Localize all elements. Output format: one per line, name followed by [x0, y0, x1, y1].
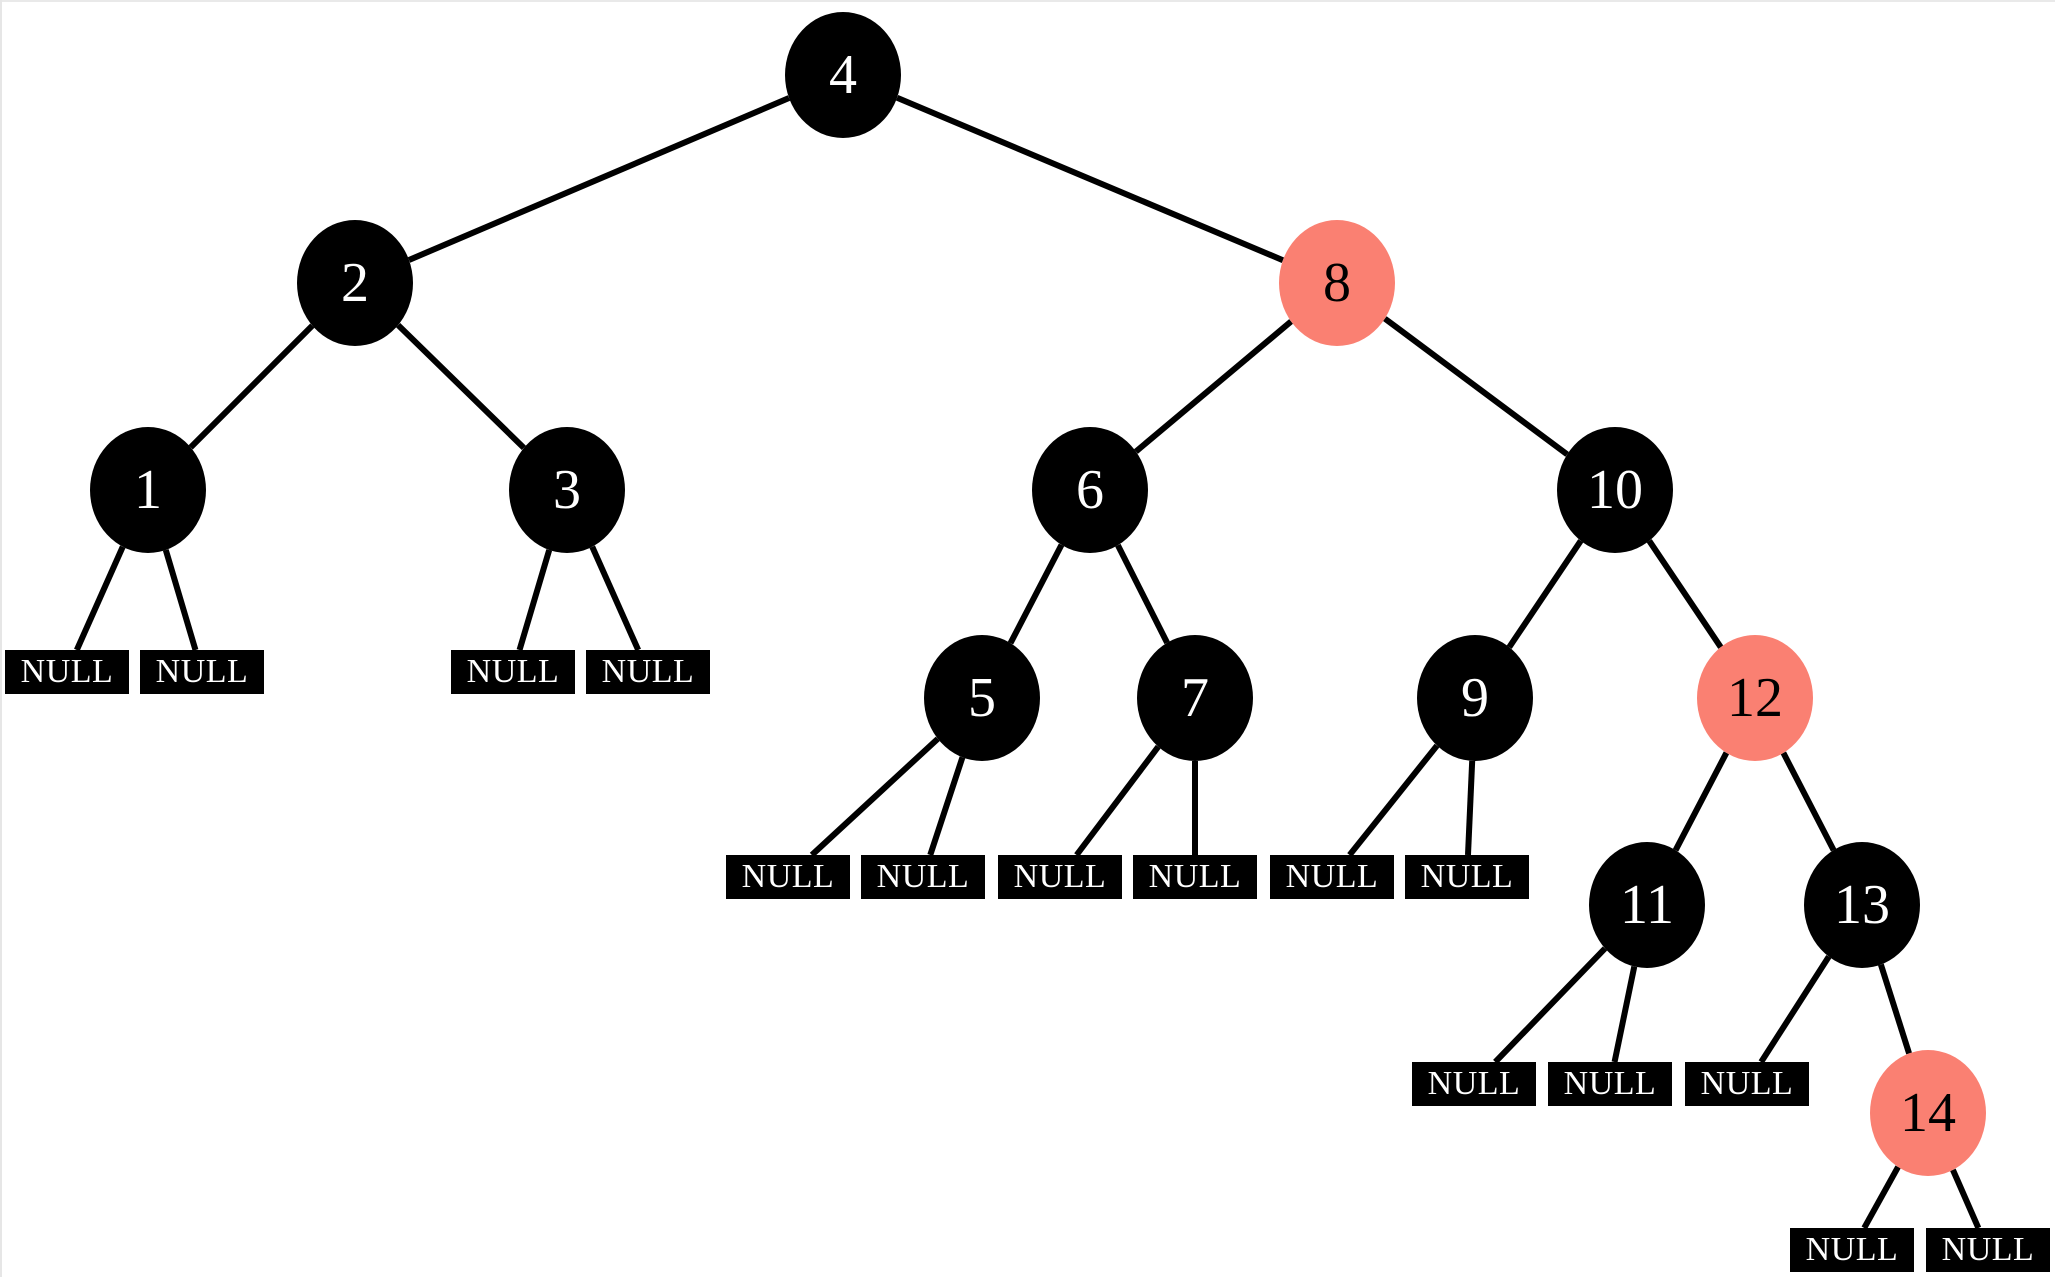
tree-node-13[interactable]: 13: [1804, 842, 1920, 968]
tree-node-label: 13: [1834, 874, 1890, 936]
tree-edge: [1493, 946, 1608, 1065]
tree-edge: [188, 323, 315, 450]
tree-edge: [1758, 955, 1832, 1064]
tree-node-label: 9: [1461, 667, 1489, 729]
tree-node-label: 11: [1620, 874, 1674, 936]
null-leaf-label: NULL: [741, 858, 835, 895]
null-leaf-label: NULL: [1700, 1065, 1794, 1102]
tree-node-4[interactable]: 4: [785, 12, 901, 138]
tree-node-10[interactable]: 10: [1557, 427, 1673, 553]
tree-node-label: 12: [1727, 667, 1783, 729]
tree-edge: [1133, 319, 1294, 454]
null-leaf-box: NULL: [861, 855, 985, 899]
null-leaf-label: NULL: [1285, 858, 1379, 895]
tree-edge: [1672, 751, 1730, 852]
tree-node-label: 3: [553, 459, 581, 521]
tree-edge: [895, 95, 1285, 263]
null-leaf-label: NULL: [1563, 1065, 1657, 1102]
null-leaf-label: NULL: [876, 858, 970, 895]
tree-node-7[interactable]: 7: [1137, 635, 1253, 761]
null-leaf-label: NULL: [155, 653, 249, 690]
null-leaf-label: NULL: [1148, 858, 1242, 895]
tree-edge: [1950, 1168, 1982, 1230]
tree-edge: [1611, 965, 1638, 1063]
tree-node-6[interactable]: 6: [1032, 427, 1148, 553]
tree-edge: [1074, 744, 1161, 857]
tree-node-8[interactable]: 8: [1279, 220, 1395, 346]
top-border-rule: [0, 0, 2055, 2]
tree-edge: [516, 549, 553, 651]
tree-node-label: 6: [1076, 459, 1104, 521]
null-leaf-box: NULL: [140, 650, 264, 694]
null-leaf-label: NULL: [20, 653, 114, 690]
tree-node-label: 7: [1181, 667, 1209, 729]
tree-node-9[interactable]: 9: [1417, 635, 1533, 761]
tree-edge: [1878, 963, 1912, 1055]
null-leaf-label: NULL: [601, 653, 695, 690]
null-leaf-box: NULL: [726, 855, 850, 899]
null-leaf-label: NULL: [1427, 1065, 1521, 1102]
tree-edge: [589, 545, 641, 652]
null-leaf-label: NULL: [1420, 858, 1514, 895]
null-leaf-box: NULL: [1790, 1228, 1914, 1272]
tree-edge: [1861, 1165, 1901, 1230]
tree-edge: [396, 322, 526, 451]
tree-edge: [1646, 539, 1724, 649]
tree-edge: [1383, 316, 1569, 457]
tree-edge: [1347, 743, 1440, 857]
tree-node-11[interactable]: 11: [1589, 842, 1705, 968]
null-leaf-box: NULL: [1926, 1228, 2050, 1272]
tree-edge: [162, 549, 199, 651]
tree-node-label: 2: [341, 252, 369, 314]
null-leaf-box: NULL: [1412, 1062, 1536, 1106]
null-leaf-box: NULL: [1270, 855, 1394, 899]
tree-node-label: 14: [1900, 1082, 1956, 1144]
null-leaf-box: NULL: [1685, 1062, 1809, 1106]
null-leaf-box: NULL: [586, 650, 710, 694]
tree-node-label: 10: [1587, 459, 1643, 521]
tree-edge: [809, 736, 940, 858]
null-leaf-label: NULL: [1805, 1231, 1899, 1268]
null-leaf-box: NULL: [1405, 855, 1529, 899]
null-leaf-label: NULL: [1013, 858, 1107, 895]
tree-node-label: 1: [134, 459, 162, 521]
null-leaf-label: NULL: [1941, 1231, 2035, 1268]
null-leaf-label: NULL: [466, 653, 560, 690]
tree-node-5[interactable]: 5: [924, 635, 1040, 761]
tree-edge: [927, 756, 966, 856]
tree-edge: [1007, 543, 1065, 645]
tree-node-label: 8: [1323, 252, 1351, 314]
null-leaf-box: NULL: [5, 650, 129, 694]
null-leaf-box: NULL: [998, 855, 1122, 899]
tree-node-12[interactable]: 12: [1697, 635, 1813, 761]
tree-edge: [1506, 539, 1584, 649]
tree-edge: [1780, 751, 1837, 852]
null-leaf-box: NULL: [1133, 855, 1257, 899]
null-leaf-box: NULL: [451, 650, 575, 694]
tree-node-2[interactable]: 2: [297, 220, 413, 346]
left-border-rule: [0, 0, 2, 1277]
tree-node-label: 5: [968, 667, 996, 729]
tree-edge: [1464, 760, 1476, 856]
tree-node-3[interactable]: 3: [509, 427, 625, 553]
null-leaf-box: NULL: [1548, 1062, 1672, 1106]
tree-edge: [74, 545, 126, 652]
tree-node-label: 4: [829, 44, 857, 106]
tree-node-14[interactable]: 14: [1870, 1050, 1986, 1176]
tree-edge: [1115, 543, 1170, 645]
tree-edge: [407, 95, 791, 263]
tree-node-1[interactable]: 1: [90, 427, 206, 553]
